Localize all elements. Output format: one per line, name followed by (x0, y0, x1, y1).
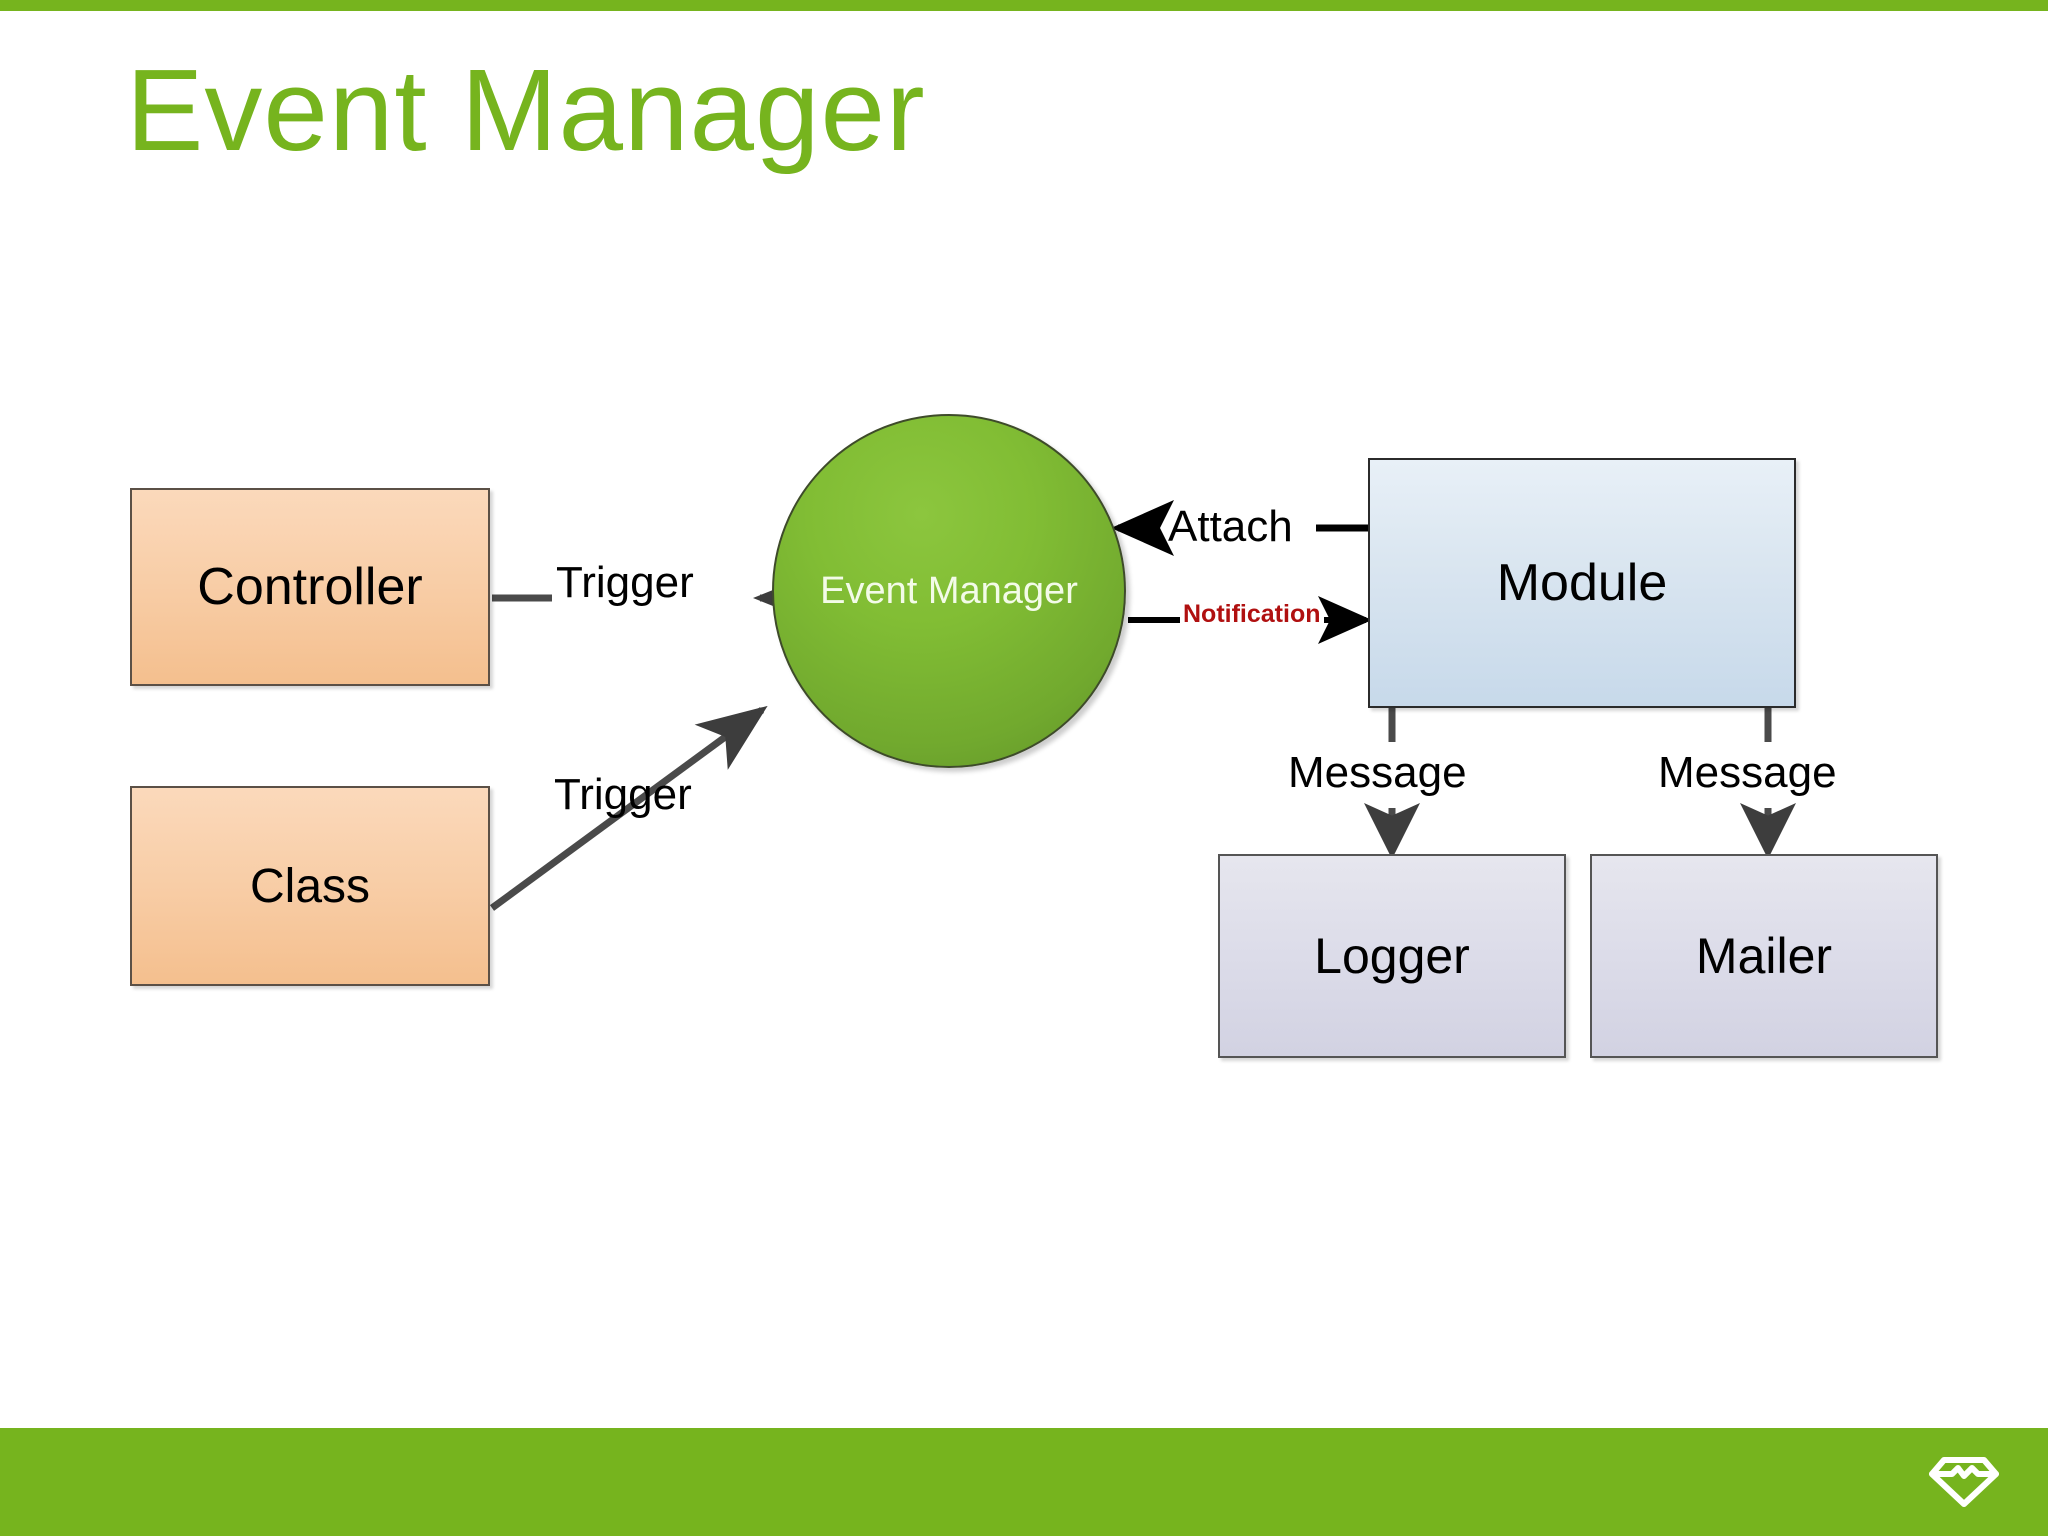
bottom-accent-bar (0, 1428, 2048, 1536)
node-mailer-label: Mailer (1695, 928, 1833, 984)
gem-diamond-logo (1928, 1452, 2000, 1510)
node-logger-label: Logger (1314, 928, 1470, 984)
node-logger[interactable]: Logger (1218, 854, 1566, 1058)
edge-label-notification: Notification (1183, 600, 1321, 628)
node-module[interactable]: Module (1368, 458, 1796, 708)
node-controller[interactable]: Controller (130, 488, 490, 686)
edge-label-trigger-class: Trigger (554, 770, 692, 819)
node-class-label: Class (249, 859, 371, 913)
top-accent-bar (0, 0, 2048, 11)
edge-label-attach: Attach (1168, 502, 1293, 551)
edge-label-message-mailer: Message (1658, 748, 1837, 797)
edge-label-trigger-controller: Trigger (556, 558, 694, 607)
node-event-manager[interactable]: Event Manager (772, 414, 1126, 768)
node-mailer[interactable]: Mailer (1590, 854, 1938, 1058)
node-class[interactable]: Class (130, 786, 490, 986)
edge-label-message-logger: Message (1288, 748, 1467, 797)
node-controller-label: Controller (197, 558, 423, 616)
node-event-manager-label: Event Manager (820, 569, 1078, 612)
node-module-label: Module (1496, 554, 1668, 612)
page-title: Event Manager (126, 45, 926, 175)
